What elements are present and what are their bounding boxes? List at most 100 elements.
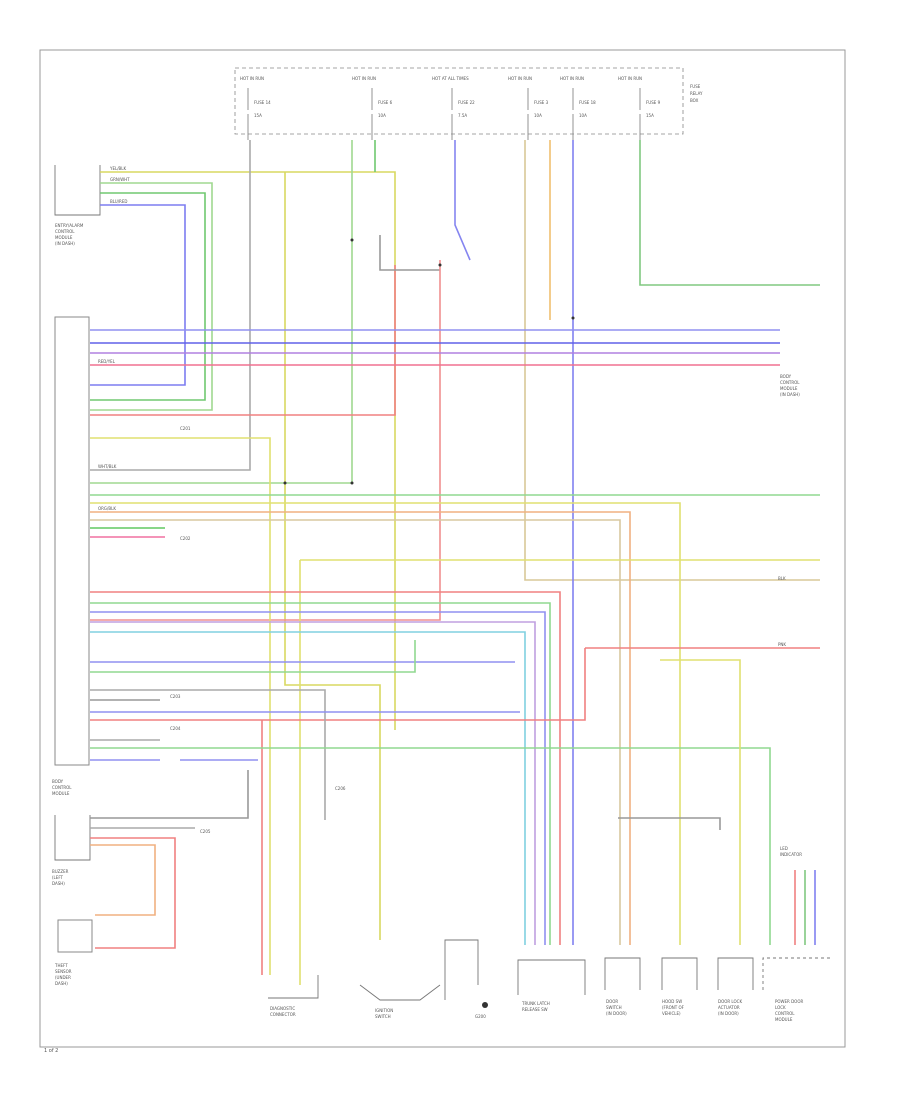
fuse-3-rating: 7.5A [458,113,467,118]
door-lock-act-label: DOOR LOCK [718,999,742,1004]
fuse-box-outline [234,67,684,135]
wire-label-blu-red: BLU/RED [110,199,127,204]
wire-yellow-h29 [660,659,741,945]
ground-point-icon [482,1002,488,1008]
diagram-frame [39,49,846,1048]
keyless-module-label-3: MODULE [55,235,73,240]
theft-sensor-label: THEFT [54,963,68,968]
control-unit-right-label-3: CONTROL [775,1011,795,1016]
control-unit-right-label-4: MODULE [775,1017,793,1022]
bcm-label-2: CONTROL [52,785,72,790]
right-module-label: BODY [780,374,792,379]
ground-point-label: G200 [475,1014,486,1019]
buzzer-label-3: DASH) [52,881,65,886]
ignition-switch-label: IGNITION [375,1008,393,1013]
buzzer-label-2: (LEFT [52,875,64,880]
theft-sensor-label-3: (UNDER [55,975,71,980]
wire-blue-1 [90,204,186,386]
splice-dot-2 [350,481,354,485]
hood-switch-label-3: VEHICLE) [662,1011,681,1016]
hood-switch-label-2: (FRONT OF [662,1005,685,1010]
wire-label-pnk: PNK [778,642,786,647]
theft-sensor-label-2: SENSOR [55,969,72,974]
wire-yellow-h5 [90,437,271,975]
diag-connector-label: DIAGNOSTIC [270,1006,295,1011]
ignition-switch-block [359,939,479,1001]
wire-label-grn-wht: GRN/WHT [110,177,130,182]
wire-yellow-1 [100,171,396,730]
wire-label-org-blk: ORG/BLK [98,506,116,511]
wire-gray-sw [379,235,440,271]
door-switch-label: DOOR [606,999,618,1004]
bottom-right-wires [618,817,816,945]
fuse-2-name: FUSE 6 [378,100,393,105]
splice-dots [283,238,575,485]
control-unit-right-label: POWER DOOR [775,999,803,1004]
wire-red-f3 [90,260,441,621]
wire-blue-h15 [90,611,546,945]
ignition-switch-label-2: SWITCH [375,1014,391,1019]
bus-label-3: HOT AT ALL TIMES [432,76,469,81]
wire-cyan-h17 [90,631,526,945]
control-unit-right-label-2: LOCK [775,1005,786,1010]
fuse-5-name: FUSE 18 [579,100,596,105]
connector-label-3: C203 [170,694,181,699]
door-switch-block [604,957,641,990]
door-lock-act-label-3: (IN DOOR) [718,1011,739,1016]
wire-green-f2 [90,140,353,484]
trunk-latch-label: TRUNK LATCH [521,1001,550,1006]
buzzer-module-block [54,815,91,861]
led-indicator-label: LED [780,846,788,851]
wire-gray-b1 [90,770,249,819]
led-indicator-label-2: INDICATOR [780,852,802,857]
wire-label-yel-blk: YEL/BLK [109,166,127,171]
wire-gray-f1 [90,140,251,471]
wire-blue-f3 [454,140,471,261]
connector-label-5: C205 [200,829,211,834]
bcm-label: BODY [52,779,64,784]
fuse-box-label-1: FUSE [690,84,701,89]
fuse-4-name: FUSE 3 [534,100,549,105]
keyless-wires [90,171,396,730]
wire-green-1 [90,182,213,411]
keyless-module-label: ENTRY/ALARM [55,223,84,228]
fuse-box-label-3: BOX [690,98,699,103]
wire-green-h20 [90,640,416,673]
fuse-6-rating: 15A [646,113,654,118]
wire-purple-h16 [90,621,536,945]
control-unit-right-block [762,957,830,990]
door-switch-label-3: (IN DOOR) [606,1011,627,1016]
connector-label-2: C202 [180,536,191,541]
door-switch-label-2: SWITCH [606,1005,622,1010]
keyless-module-label-4: (IN DASH) [55,241,75,246]
wire-label-red-yel: RED/YEL [98,359,116,364]
fuse-1-name: FUSE 14 [254,100,271,105]
connector-label-1: C201 [180,426,191,431]
wire-green-h26 [90,747,771,945]
right-module-label-4: (IN DASH) [780,392,800,397]
trunk-latch-label-2: RELEASE SW [522,1007,548,1012]
hood-switch-block [661,957,698,990]
buzzer-label: BUZZER [52,869,69,874]
page-label: 1 of 2 [44,1048,58,1054]
wire-yellow-h7 [90,502,681,945]
connector-label-4: C204 [170,726,181,731]
hood-switch-label: HOOD SW [662,999,682,1004]
bus-label-4: HOT IN RUN [508,76,532,81]
wire-red-f2 [90,265,396,416]
wire-gray-r1 [618,817,721,830]
keyless-module-label-2: CONTROL [55,229,75,234]
bus-label-2: HOT IN RUN [352,76,376,81]
wire-tan-f4 [524,140,820,581]
wire-red-b2 [90,837,176,949]
wire-red-v18 [90,648,586,721]
splice-dot-4 [571,316,575,320]
diag-connector-label-2: CONNECTOR [270,1012,296,1017]
wire-red-h13 [90,591,561,945]
diag-connector-block [268,975,319,999]
door-lock-act-block [717,957,754,990]
right-module-label-2: CONTROL [780,380,800,385]
splice-dot-5 [350,238,354,242]
fuse-5-rating: 10A [579,113,587,118]
